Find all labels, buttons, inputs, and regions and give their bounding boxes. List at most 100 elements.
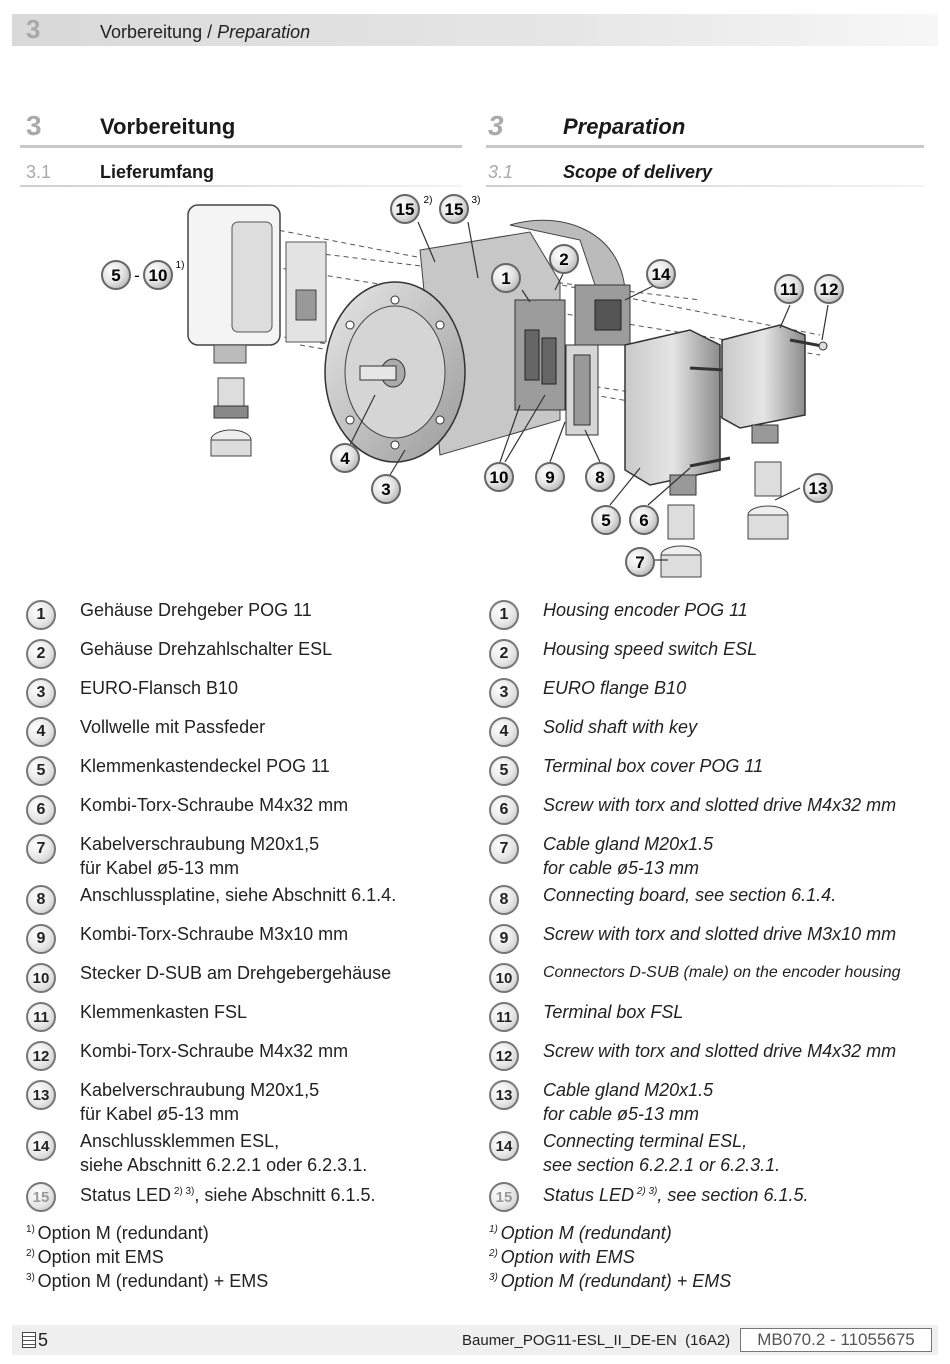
callout-15a: 15 (390, 194, 420, 224)
en-item-text: Connecting terminal ESL,see section 6.2.… (543, 1129, 780, 1177)
callout-13: 13 (803, 473, 833, 503)
en-item-line: Cable gland M20x1.5 (543, 834, 714, 854)
en-footnote: 3) Option M (redundant) + EMS (489, 1266, 731, 1293)
callout-label-1: 1 (501, 269, 510, 288)
en-item-text: Screw with torx and slotted drive M3x10 … (543, 922, 896, 946)
de-item-status-ref: , siehe Abschnitt 6.1.5. (194, 1185, 376, 1205)
en-item-line: Housing encoder POG 11 (543, 600, 748, 620)
en-item-status-sup: 2) 3) (634, 1186, 658, 1197)
callout-label-10b: 10 (490, 468, 509, 487)
en-item-badge: 7 (489, 834, 519, 864)
en-item-text: Terminal box cover POG 11 (543, 754, 763, 778)
callout-badges: 15 2) 15 3) 5 - 10 1) 1 2 14 11 12 4 3 1… (101, 194, 844, 577)
en-item-text: Status LED 2) 3), see section 6.1.5. (543, 1180, 808, 1207)
de-footnote-mark: 1) (26, 1224, 38, 1235)
de-item-badge: 13 (26, 1080, 56, 1110)
de-item-status-label: Status LED (80, 1185, 172, 1205)
en-footnote-mark: 2) (489, 1248, 501, 1259)
de-item-text: Stecker D-SUB am Drehgebergehäuse (80, 961, 391, 985)
exploded-view-figure: 15 2) 15 3) 5 - 10 1) 1 2 14 11 12 4 3 1… (101, 194, 844, 578)
callout-label-7: 7 (635, 553, 644, 572)
en-item-text: Screw with torx and slotted drive M4x32 … (543, 1039, 896, 1063)
de-item-line: Anschlussplatine, siehe Abschnitt 6.1.4. (80, 885, 397, 905)
en-item-text: Connecting board, see section 6.1.4. (543, 883, 836, 907)
page-number: 5 (22, 1330, 48, 1351)
en-item-status-label: Status LED (543, 1185, 635, 1205)
callout-label-8: 8 (595, 468, 604, 487)
callout-label-15a: 15 (396, 200, 415, 219)
callout-10a: 10 (143, 260, 173, 290)
en-item-badge: 14 (489, 1131, 519, 1161)
section-rule-de (20, 145, 462, 148)
callout-label-6: 6 (639, 511, 648, 530)
de-item-text: Kombi-Torx-Schraube M4x32 mm (80, 1039, 348, 1063)
en-item-line: EURO flange B10 (543, 678, 687, 698)
en-item-badge: 12 (489, 1041, 519, 1071)
de-item-line: siehe Abschnitt 6.2.2.1 oder 6.2.3.1. (80, 1155, 368, 1175)
de-footnote: 3) Option M (redundant) + EMS (26, 1266, 268, 1293)
document-id: Baumer_POG11-ESL_II_DE-EN (16A2) (462, 1332, 731, 1349)
callout-label-3: 3 (381, 480, 390, 499)
en-item-badge: 15 (489, 1182, 519, 1212)
de-item-badge: 7 (26, 834, 56, 864)
en-item-line: Screw with torx and slotted drive M3x10 … (543, 924, 897, 944)
leader-lines (349, 221, 829, 561)
callout-14: 14 (646, 259, 676, 289)
de-item-text: Status LED 2) 3), siehe Abschnitt 6.1.5. (80, 1180, 376, 1207)
callout-6: 6 (629, 505, 659, 535)
de-footnote-mark: 2) (26, 1248, 38, 1259)
de-item-badge: 10 (26, 963, 56, 993)
de-item-text: Kabelverschraubung M20x1,5 für Kabel ø5-1… (80, 1078, 319, 1126)
de-item-line: Kombi-Torx-Schraube M4x32 mm (80, 1041, 349, 1061)
en-item-badge: 11 (489, 1002, 519, 1032)
terminal-box-fsl (721, 324, 828, 444)
en-item-text: EURO flange B10 (543, 676, 686, 700)
terminal-box-left (187, 204, 327, 364)
de-item-badge: 1 (26, 600, 56, 630)
de-item-badge: 3 (26, 678, 56, 708)
de-footnote-text: Option M (redundant) + EMS (37, 1271, 269, 1291)
callout-label-12: 12 (820, 280, 839, 299)
en-item-badge: 13 (489, 1080, 519, 1110)
en-item-line: Housing speed switch ESL (543, 639, 758, 659)
de-item-badge: 15 (26, 1182, 56, 1212)
en-footnote-text: Option M (redundant) (500, 1223, 672, 1243)
de-item-badge: 12 (26, 1041, 56, 1071)
de-item-text: Klemmenkasten FSL (80, 1000, 247, 1024)
de-item-line: für Kabel ø5-13 mm (80, 1104, 240, 1124)
en-item-badge: 9 (489, 924, 519, 954)
callout-5a: 5 (101, 260, 131, 290)
en-item-text: Terminal box FSL (543, 1000, 683, 1024)
de-item-text: EURO-Flansch B10 (80, 676, 238, 700)
callout-10b: 10 (484, 462, 514, 492)
callout-4: 4 (330, 443, 360, 473)
en-item-line: see section 6.2.2.1 or 6.2.3.1. (543, 1155, 781, 1175)
de-footnote: 1) Option M (redundant) (26, 1218, 209, 1245)
en-item-badge: 4 (489, 717, 519, 747)
en-footnote: 2) Option with EMS (489, 1242, 635, 1269)
de-item-line: Kabelverschraubung M20x1,5 (80, 1080, 320, 1100)
de-item-line: Kabelverschraubung M20x1,5 (80, 834, 320, 854)
de-item-text: Vollwelle mit Passfeder (80, 715, 265, 739)
en-item-text: Solid shaft with key (543, 715, 697, 739)
callout-12: 12 (814, 274, 844, 304)
callout-sup-2: 2) (424, 195, 433, 206)
en-item-badge: 3 (489, 678, 519, 708)
de-item-line: Gehäuse Drehzahlschalter ESL (80, 639, 333, 659)
de-item-status-sup: 2) 3) (171, 1186, 195, 1197)
callout-9: 9 (535, 462, 565, 492)
de-item-line: Klemmenkasten FSL (80, 1002, 248, 1022)
page-header-bar (12, 14, 938, 46)
de-item-badge: 4 (26, 717, 56, 747)
en-item-line: Terminal box FSL (543, 1002, 684, 1022)
de-item-line: Kombi-Torx-Schraube M4x32 mm (80, 795, 349, 815)
callout-11: 11 (774, 274, 804, 304)
de-footnote: 2) Option mit EMS (26, 1242, 164, 1269)
section-title-de: Vorbereitung (100, 114, 236, 139)
de-item-line: Kombi-Torx-Schraube M3x10 mm (80, 924, 349, 944)
en-item-badge: 5 (489, 756, 519, 786)
en-item-badge: 2 (489, 639, 519, 669)
de-item-line: Vollwelle mit Passfeder (80, 717, 266, 737)
